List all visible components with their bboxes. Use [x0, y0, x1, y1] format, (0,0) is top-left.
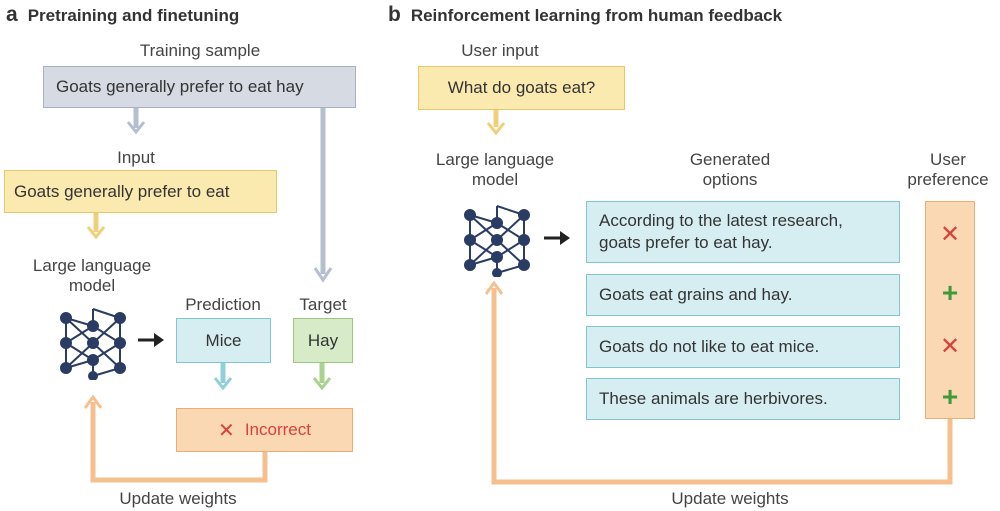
target-box: Hay [293, 318, 353, 363]
preference-label-line1: User [930, 150, 966, 169]
model-label-a-line1: Large language [32, 256, 152, 275]
option-box-3: Goats do not like to eat mice. [586, 326, 900, 368]
neural-network-icon-b [464, 205, 530, 277]
panel-b-title: b Reinforcement learning from human feedb… [388, 3, 782, 27]
panel-a-title: a Pretraining and finetuning [6, 3, 239, 27]
option-3-text: Goats do not like to eat mice. [599, 337, 820, 356]
cross-icon: ✕ [218, 419, 235, 442]
plus-icon-option-4: + [941, 381, 959, 412]
arrow-model-to-prediction [138, 333, 164, 347]
update-weights-label-a: Update weights [119, 489, 237, 508]
neural-network-icon [60, 308, 126, 380]
prediction-value: Mice [205, 330, 242, 350]
arrow-update-weights-a [83, 394, 268, 483]
option-2-text: Goats eat grains and hay. [599, 285, 793, 304]
arrow-user-input-to-model [486, 110, 506, 136]
options-label: Generated options [650, 150, 810, 190]
user-input-label: User input [461, 41, 539, 60]
arrow-sample-to-target [313, 108, 333, 283]
arrow-update-weights-b [484, 280, 953, 485]
user-input-text: What do goats eat? [447, 78, 596, 97]
input-box: Goats generally prefer to eat [4, 170, 277, 213]
panel-a-letter: a [6, 3, 18, 26]
result-text: Incorrect [244, 420, 311, 439]
model-label-a: Large language model [8, 256, 176, 296]
arrow-sample-to-input [126, 108, 146, 135]
options-label-line1: Generated [689, 150, 771, 169]
result-box: ✕ Incorrect [176, 408, 353, 452]
options-label-line2: options [702, 170, 758, 189]
arrow-target-to-result [312, 363, 332, 391]
user-input-box: What do goats eat? [418, 66, 625, 110]
target-value: Hay [307, 330, 339, 350]
option-4-text: These animals are herbivores. [599, 389, 828, 408]
model-label-b: Large language model [410, 150, 580, 190]
option-box-4: These animals are herbivores. [586, 378, 900, 420]
arrow-prediction-to-result [213, 363, 233, 391]
model-label-b-line1: Large language [435, 150, 555, 169]
prediction-box: Mice [176, 318, 271, 363]
preference-column [925, 201, 975, 419]
option-1-line2: goats prefer to eat hay. [599, 233, 773, 252]
prediction-label: Prediction [185, 295, 261, 314]
cross-icon-option-3: ✕ [939, 333, 961, 360]
model-label-a-line2: model [68, 276, 116, 295]
training-sample-label: Training sample [139, 41, 261, 60]
input-text: Goats generally prefer to eat [14, 181, 230, 201]
preference-label-line2: preference [907, 170, 989, 189]
training-sample-text: Goats generally prefer to eat hay [56, 77, 304, 96]
panel-a-title-text: Pretraining and finetuning [27, 6, 240, 25]
arrow-model-to-options [544, 231, 570, 245]
option-1-line1: According to the latest research, [599, 211, 843, 230]
training-sample-box: Goats generally prefer to eat hay [43, 66, 356, 108]
arrow-input-to-model [86, 213, 106, 240]
option-box-1: According to the latest research, goats … [586, 201, 900, 263]
plus-icon-option-2: + [941, 277, 959, 308]
model-label-b-line2: model [471, 170, 519, 189]
update-weights-label-b: Update weights [671, 489, 789, 508]
cross-icon-option-1: ✕ [939, 221, 961, 248]
panel-b-letter: b [388, 3, 401, 26]
target-label: Target [299, 295, 347, 314]
input-label: Input [117, 148, 155, 167]
preference-label: User preference [896, 150, 1000, 190]
option-box-2: Goats eat grains and hay. [586, 274, 900, 316]
panel-b-title-text: Reinforcement learning from human feedba… [410, 6, 783, 25]
